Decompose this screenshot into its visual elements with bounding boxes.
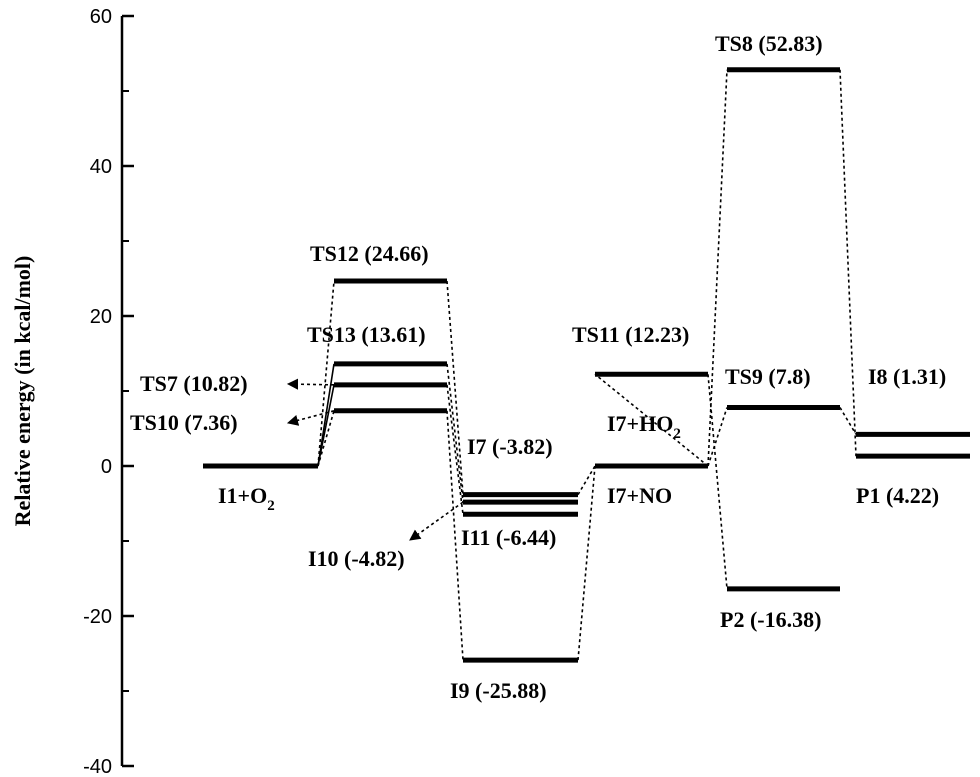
connection-ts13-i10	[446, 363, 464, 503]
label-i7no: I7+NO	[607, 483, 672, 508]
y-tick-label: 20	[90, 306, 112, 328]
arrow-i10	[409, 501, 464, 541]
label-i10: I10 (-4.82)	[308, 546, 405, 571]
label-i8: I8 (1.31)	[868, 364, 946, 389]
annotation-arrows	[286, 378, 464, 541]
y-axis-ticks: -40 -20 0 20 40 60	[83, 6, 134, 777]
label-ts8: TS8 (52.83)	[715, 31, 823, 56]
connections	[317, 69, 857, 661]
level-labels: I1+O2 TS7 (10.82) TS10 (7.36) TS13 (13.61) T…	[130, 31, 946, 703]
label-ts10: TS10 (7.36)	[130, 410, 238, 435]
label-ts7: TS7 (10.82)	[140, 371, 248, 396]
connection-i7ho2-ts8	[707, 69, 728, 467]
connection-i9-i7no	[577, 465, 596, 661]
label-i11: I11 (-6.44)	[461, 525, 556, 550]
connection-ts8-i8	[839, 69, 857, 457]
levels	[203, 67, 970, 663]
y-tick-label: 40	[90, 156, 112, 178]
y-axis: -40 -20 0 20 40 60	[83, 6, 134, 777]
label-p2: P2 (-16.38)	[720, 607, 821, 632]
connection-ts7-i11	[446, 384, 464, 515]
connection-i1o2-ts12	[317, 280, 335, 467]
y-tick-label: 0	[101, 456, 112, 478]
connection-ts11-p2	[707, 374, 728, 589]
label-i7: I7 (-3.82)	[467, 434, 553, 459]
label-p1: P1 (4.22)	[856, 483, 939, 508]
connection-ts9-p1	[839, 407, 857, 435]
arrow-ts7	[286, 378, 335, 390]
label-i1o2: I1+O2	[218, 483, 275, 514]
y-axis-title: Relative energy (in kcal/mol)	[10, 256, 35, 527]
connection-i1o2-ts7	[317, 384, 335, 467]
label-ts12: TS12 (24.66)	[310, 241, 429, 266]
label-i7ho2: I7+HO2	[607, 411, 681, 442]
label-ts13: TS13 (13.61)	[307, 322, 426, 347]
arrow-ts10	[286, 410, 335, 426]
label-ts11: TS11 (12.23)	[572, 322, 689, 347]
y-tick-label: -20	[83, 606, 112, 628]
connection-i7ho2-ts9	[707, 407, 728, 467]
label-ts9: TS9 (7.8)	[725, 364, 811, 389]
y-tick-label: 60	[90, 6, 112, 28]
label-i9: I9 (-25.88)	[450, 678, 547, 703]
connection-i7no-ts11	[594, 373, 709, 467]
y-tick-label: -40	[83, 756, 112, 777]
